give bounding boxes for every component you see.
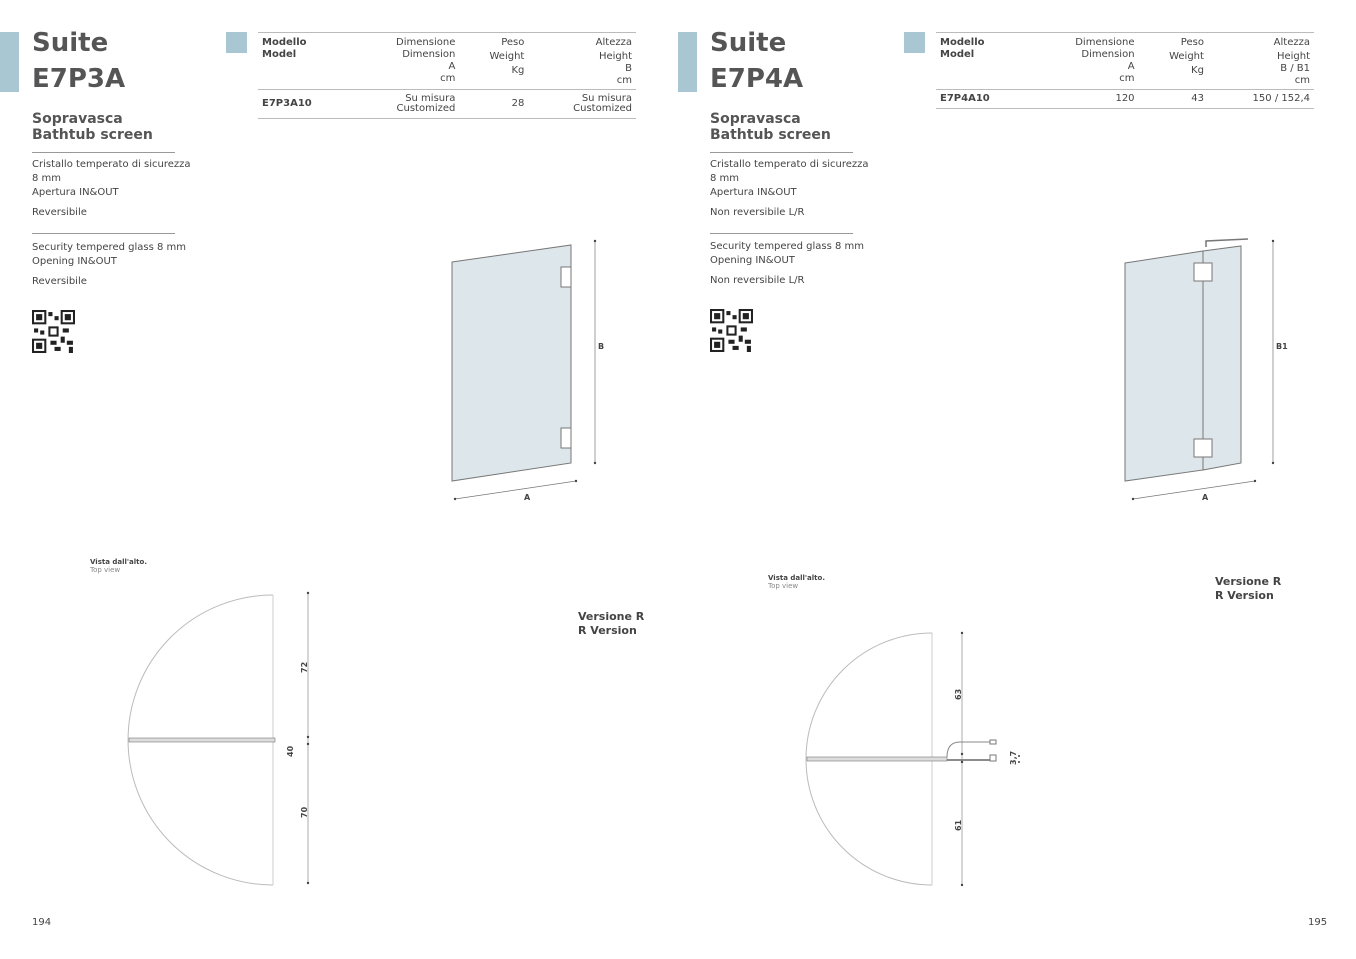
reversible-it: Reversibile <box>32 207 87 218</box>
desc-line: Cristallo temperato di sicurezza <box>32 159 191 170</box>
desc-line: Apertura IN&OUT <box>32 187 119 198</box>
reversible-en: Non reversibile L/R <box>710 275 805 286</box>
desc-line: Security tempered glass 8 mm <box>710 241 865 252</box>
description-en: Security tempered glass 8 mm Opening IN&… <box>710 240 864 288</box>
divider <box>32 233 175 234</box>
desc-line: 8 mm <box>710 173 740 184</box>
desc-line: Cristallo temperato di sicurezza <box>710 159 869 170</box>
subtitle-en: Bathtub screen <box>710 127 831 143</box>
width-label: A <box>1202 493 1209 502</box>
model-title: E7P3A <box>32 64 126 94</box>
glass-section <box>806 756 948 762</box>
top-view-drawing: 63 3,7 61 <box>805 631 1020 887</box>
desc-line: Apertura IN&OUT <box>710 187 797 198</box>
glass-panel-fixed <box>1124 250 1204 482</box>
subtitle-it: Sopravasca <box>32 111 123 127</box>
description-en: Security tempered glass 8 mm Opening IN&… <box>32 241 186 289</box>
divider <box>710 233 853 234</box>
divider <box>32 152 175 153</box>
reversible-en: Reversibile <box>32 276 87 287</box>
hinge <box>1193 262 1213 282</box>
height-label: B1 <box>1276 342 1288 351</box>
glass-section <box>128 737 276 743</box>
description-it: Cristallo temperato di sicurezza 8 mm Ap… <box>710 158 869 220</box>
glass-panel-swing <box>1202 245 1242 471</box>
top-view-drawing: 72 40 70 <box>127 591 310 886</box>
hinge <box>1193 438 1213 458</box>
qr-code-icon[interactable] <box>32 310 75 353</box>
desc-line: Opening IN&OUT <box>32 256 117 267</box>
dim-label: 63 <box>954 689 963 700</box>
accent-square <box>226 32 247 53</box>
subtitle-it: Sopravasca <box>710 111 801 127</box>
table-row: E7P4A10 120 43 150 / 152,4 <box>936 90 1314 109</box>
desc-line: Security tempered glass 8 mm <box>32 242 187 253</box>
dim-label: 3,7 <box>1009 751 1018 765</box>
dim-label: 72 <box>300 662 309 673</box>
top-view-label: Vista dall'alto. Top view <box>90 558 147 574</box>
description-it: Cristallo temperato di sicurezza 8 mm Ap… <box>32 158 191 220</box>
accent-bar <box>678 32 697 92</box>
series-title: Suite <box>710 28 787 58</box>
accent-bar <box>0 32 19 92</box>
page-number: 195 <box>1308 917 1328 928</box>
desc-line: 8 mm <box>32 173 62 184</box>
hinge <box>560 427 572 449</box>
dim-label: 70 <box>300 806 309 818</box>
accent-square <box>904 32 925 53</box>
support-bar <box>1205 238 1249 247</box>
qr-code-icon[interactable] <box>710 309 753 352</box>
page-number: 194 <box>32 917 52 928</box>
desc-line: Opening IN&OUT <box>710 255 795 266</box>
glass-panel <box>451 244 572 482</box>
hinge <box>560 266 572 288</box>
dim-label: 61 <box>954 819 963 831</box>
height-label: B <box>598 342 604 351</box>
model-title: E7P4A <box>710 64 804 94</box>
series-title: Suite <box>32 28 109 58</box>
reversible-it: Non reversibile L/R <box>710 207 805 218</box>
divider <box>710 152 853 153</box>
product-drawing: B A <box>451 239 604 502</box>
subtitle-en: Bathtub screen <box>32 127 153 143</box>
width-label: A <box>524 493 531 502</box>
dim-label: 40 <box>286 745 295 757</box>
product-drawing: B1 A <box>1124 238 1288 502</box>
top-view-label: Vista dall'alto. Top view <box>768 574 825 590</box>
